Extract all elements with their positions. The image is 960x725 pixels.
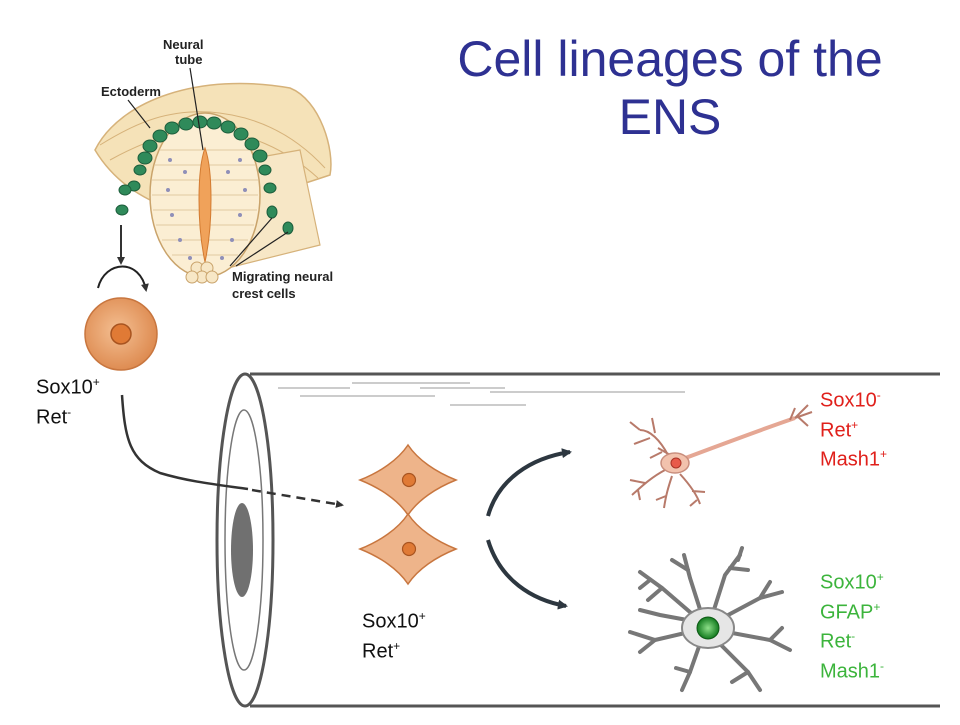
glia-marker-4: Mash1- bbox=[820, 658, 885, 683]
neural-crest-cells bbox=[115, 115, 294, 235]
progenitor-marker-1: Sox10+ bbox=[36, 375, 100, 399]
colonization-path bbox=[120, 394, 249, 491]
label-neural-tube-2: tube bbox=[175, 52, 202, 67]
label-neural-tube-1: Neural bbox=[163, 37, 203, 52]
neuron-differentiation-arrow bbox=[486, 448, 572, 517]
notochord bbox=[185, 261, 219, 284]
gut-lumen bbox=[231, 503, 253, 597]
label-ectoderm: Ectoderm bbox=[101, 84, 161, 99]
label-migrating-1: Migrating neural bbox=[232, 269, 333, 284]
precursor-markers: Sox10+ Ret+ bbox=[362, 604, 426, 663]
neuron-marker-2: Ret+ bbox=[820, 417, 859, 442]
gut-tube bbox=[215, 372, 940, 708]
progenitor-marker-2: Ret- bbox=[36, 404, 72, 429]
glia-marker-2: GFAP+ bbox=[820, 599, 881, 624]
title-line-2: ENS bbox=[618, 89, 722, 145]
progenitor-cell bbox=[84, 297, 158, 371]
title-line-1: Cell lineages of the bbox=[457, 31, 883, 87]
neuron-marker-3: Mash1+ bbox=[820, 447, 888, 471]
glia-marker-3: Ret- bbox=[820, 629, 856, 653]
precursor-marker-1: Sox10+ bbox=[362, 609, 426, 633]
self-renewal-arrow bbox=[97, 265, 149, 292]
neuron-markers: Sox10- Ret+ Mash1+ bbox=[820, 383, 887, 472]
label-migrating-2: crest cells bbox=[232, 286, 296, 301]
glia-markers: Sox10+ GFAP+ Ret- Mash1- bbox=[820, 565, 884, 684]
neuron-marker-1: Sox10- bbox=[820, 388, 881, 412]
colonization-dashed-arrow bbox=[251, 488, 344, 508]
progenitor-markers: Sox10+ Ret- bbox=[36, 370, 100, 429]
enteric-precursor-cell-1 bbox=[357, 443, 459, 517]
progenitor-nucleus bbox=[110, 323, 132, 345]
enteric-precursor-cell-2 bbox=[357, 512, 459, 586]
glial-cell bbox=[628, 546, 792, 692]
embryo-illustration: Neural tube Ectoderm Migrating neural cr… bbox=[94, 37, 333, 301]
precursor-marker-2: Ret+ bbox=[362, 638, 401, 663]
glia-marker-1: Sox10+ bbox=[820, 570, 884, 594]
page-title: Cell lineages of the ENS bbox=[430, 30, 910, 146]
neuron-cell bbox=[629, 404, 813, 509]
glial-nucleus bbox=[696, 616, 720, 640]
glia-differentiation-arrow bbox=[486, 539, 568, 610]
